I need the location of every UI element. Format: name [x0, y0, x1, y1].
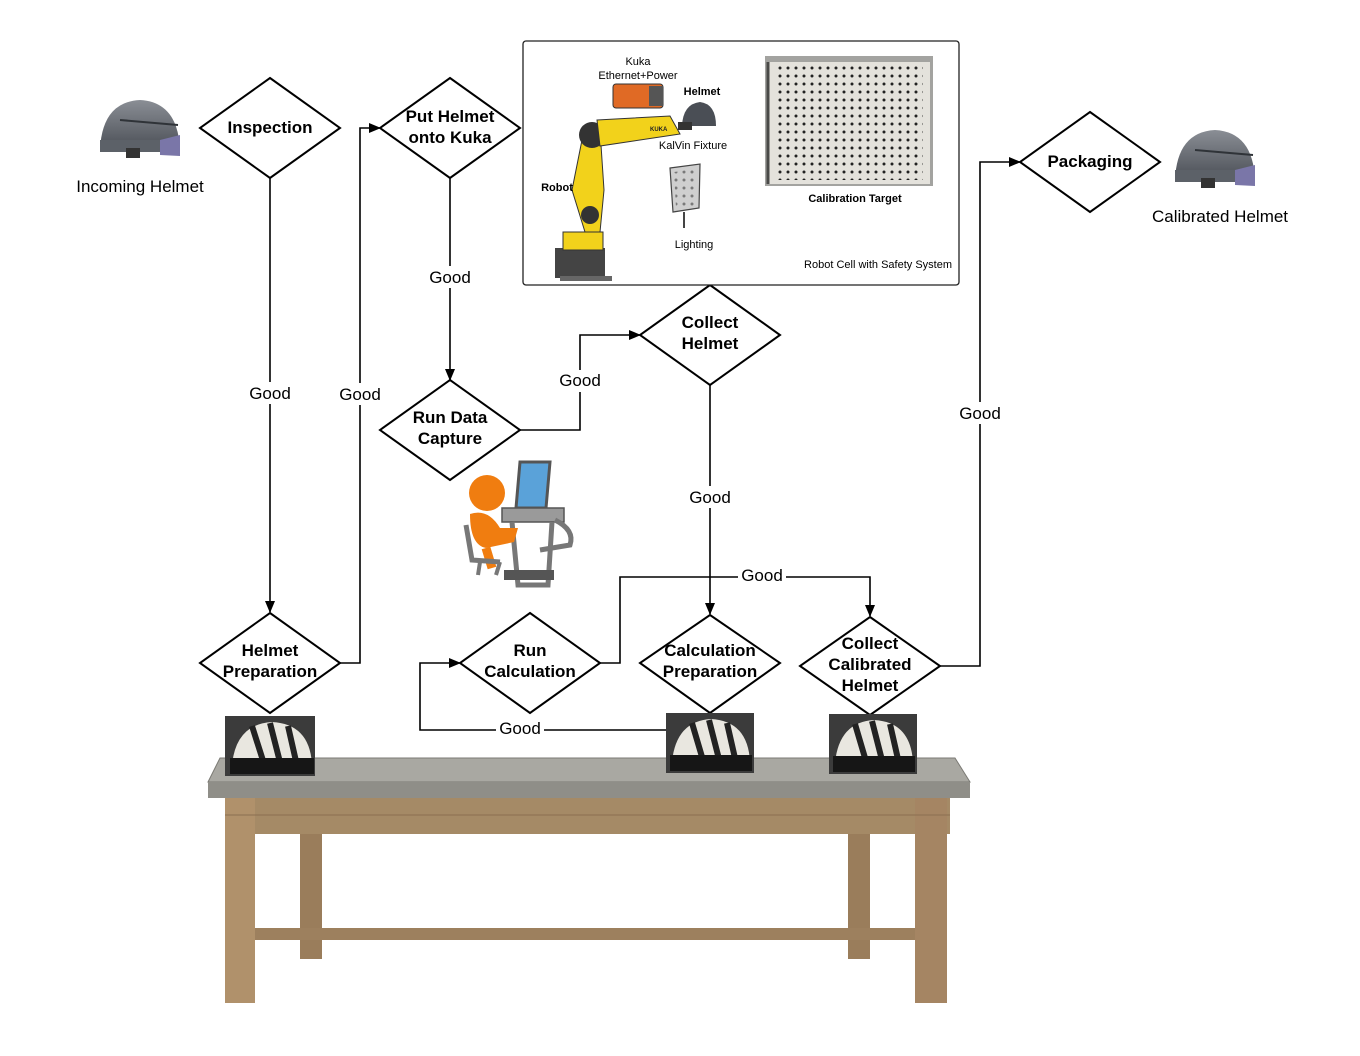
node-label: Run Data	[413, 408, 488, 427]
kuka-arm-brand: KUKA	[650, 127, 668, 133]
edge-labels: Good Good Good Good Good Good Good Good	[246, 266, 1004, 740]
node-label: Packaging	[1047, 152, 1132, 171]
robot-arm-icon: KUKA	[555, 115, 681, 281]
node-calculation-preparation[interactable]: Calculation Preparation	[638, 613, 782, 715]
robot-cell-panel: Calibration Target Kuka Ethernet+Power K…	[522, 40, 960, 286]
edge-run-calc-to-collect-calibrated	[600, 576, 875, 664]
robot-label: Robot	[541, 182, 573, 194]
node-collect-calibrated-helmet[interactable]: Collect Calibrated Helmet	[798, 615, 942, 717]
node-label: Calculation	[664, 641, 756, 660]
node-label: Inspection	[227, 118, 312, 137]
helmet-photo-calibrated	[829, 714, 917, 774]
node-label: onto Kuka	[408, 128, 492, 147]
node-run-data-capture[interactable]: Run Data Capture	[378, 378, 522, 482]
edge-label-good: Good	[559, 371, 601, 390]
kuka-label: Kuka	[625, 56, 651, 68]
lighting-panel-icon	[669, 163, 701, 228]
node-helmet-preparation[interactable]: Helmet Preparation	[198, 611, 342, 715]
node-label: Preparation	[663, 662, 757, 681]
edge-label-good: Good	[249, 384, 291, 403]
edge-label-good: Good	[689, 488, 731, 507]
node-label: Calculation	[484, 662, 576, 681]
kuka-power-label: Ethernet+Power	[598, 70, 678, 82]
node-collect-helmet[interactable]: Collect Helmet	[638, 283, 782, 387]
calibrated-helmet-caption: Calibrated Helmet	[1152, 207, 1288, 226]
workbench-table	[207, 757, 971, 1003]
node-put-helmet-onto-kuka[interactable]: Put Helmet onto Kuka	[378, 76, 522, 180]
node-label: Put Helmet	[406, 107, 495, 126]
edge-label-good: Good	[499, 719, 541, 738]
helmet-photo-prep	[225, 716, 315, 776]
operator-at-computer-icon	[463, 460, 574, 588]
calibration-target-image	[765, 56, 933, 186]
fixture-helmet-icon	[678, 102, 716, 130]
node-label: Helmet	[242, 641, 299, 660]
edge-label-good: Good	[959, 404, 1001, 423]
helmet-photo-calc-prep	[666, 713, 754, 773]
node-label: Helmet	[842, 676, 899, 695]
helmet-label: Helmet	[684, 86, 721, 98]
node-inspection[interactable]: Inspection	[198, 76, 342, 180]
node-label: Collect	[842, 634, 899, 653]
node-label: Capture	[418, 429, 482, 448]
node-packaging[interactable]: Packaging	[1018, 110, 1162, 214]
robot-cell-caption: Robot Cell with Safety System	[804, 259, 952, 271]
lighting-label: Lighting	[675, 239, 714, 251]
incoming-helmet-icon	[100, 100, 180, 158]
node-label: Collect	[682, 313, 739, 332]
fixture-label: KalVin Fixture	[659, 140, 727, 152]
calibration-target-label: Calibration Target	[808, 193, 902, 205]
kuka-controller-icon	[612, 83, 664, 109]
incoming-helmet-caption: Incoming Helmet	[76, 177, 204, 196]
node-label: Helmet	[682, 334, 739, 353]
node-label: Calibrated	[828, 655, 911, 674]
edge-label-good: Good	[429, 268, 471, 287]
node-label: Run	[513, 641, 546, 660]
node-run-calculation[interactable]: Run Calculation	[458, 611, 602, 715]
edge-label-good: Good	[741, 566, 783, 585]
edge-label-good: Good	[339, 385, 381, 404]
node-label: Preparation	[223, 662, 317, 681]
calibrated-helmet-icon	[1175, 130, 1255, 188]
